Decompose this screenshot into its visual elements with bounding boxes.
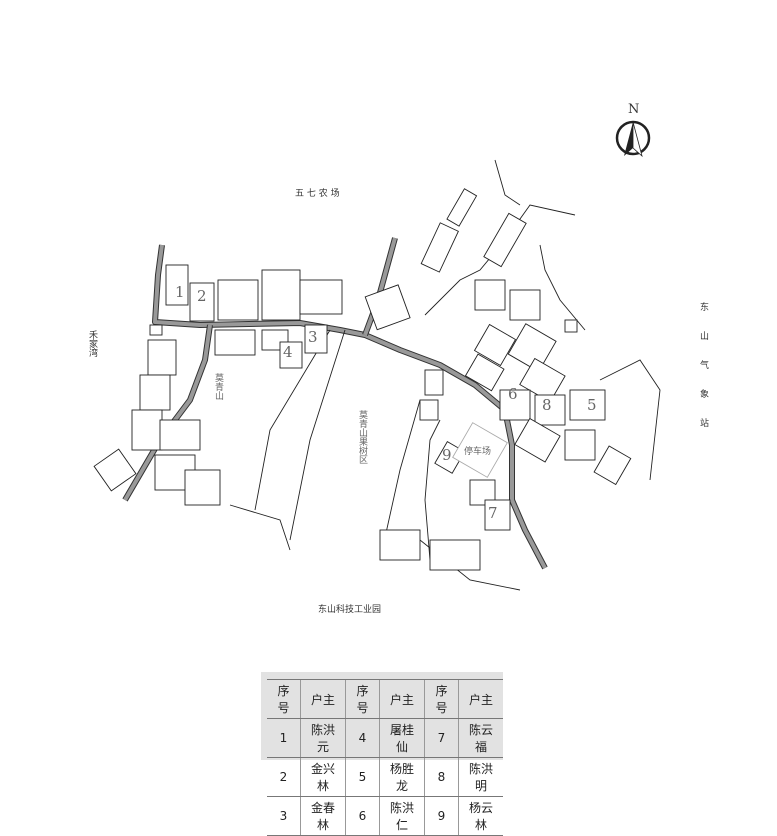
legend-row: 1 陈洪元 4 屠桂仙 7 陈云福 [267,718,503,758]
header-cell: 户主 [457,679,503,719]
cell: 9 [423,796,459,836]
main-road [122,159,661,591]
cell: 2 [267,757,301,797]
label-parking: 停车场 [464,445,491,457]
house-number-4: 4 [283,343,293,361]
house-number-5: 5 [587,396,597,414]
label-weather-station: 东山气象站 [698,301,709,447]
buildings [93,188,632,571]
house-number-6: 6 [508,385,518,403]
legend-row: 3 金春林 6 陈洪仁 9 杨云林 [267,796,503,836]
house-number-2: 2 [197,287,207,305]
label-moqing-hill: 莫青山 [213,372,224,400]
cell: 1 [267,718,301,758]
header-cell: 序号 [423,679,459,719]
cell: 屠桂仙 [378,718,425,758]
north-label: N [628,102,639,117]
house-number-7: 7 [488,504,498,522]
legend-header-row: 序号 户主 序号 户主 序号 户主 [267,679,503,719]
header-cell: 户主 [300,679,346,719]
cell: 杨云林 [457,796,503,836]
site-map: N [87,102,709,615]
label-tech-park: 东山科技工业园 [318,603,381,615]
cell: 陈洪仁 [378,796,425,836]
header-cell: 户主 [378,679,425,719]
cell: 陈云福 [457,718,503,758]
owner-legend-table: 序号 户主 序号 户主 序号 户主 1 陈洪元 4 屠桂仙 7 陈云福 2 金兴… [261,672,503,836]
house-number-9: 9 [442,446,452,464]
legend-row: 2 金兴林 5 杨胜龙 8 陈洪明 [267,757,503,797]
cell: 陈洪明 [457,757,503,797]
house-number-1: 1 [175,283,185,301]
cell: 8 [423,757,459,797]
north-arrow-icon [615,120,651,158]
cell: 陈洪元 [300,718,346,758]
cell: 金兴林 [300,757,346,797]
cell: 6 [344,796,380,836]
cell: 3 [267,796,301,836]
label-hejiawan: 禾家湾 [87,330,98,358]
label-orchard: 莫青山果树区 [357,409,368,464]
cell: 5 [344,757,380,797]
house-number-8: 8 [542,396,552,414]
cell: 杨胜龙 [378,757,425,797]
header-cell: 序号 [267,679,301,719]
cell: 7 [423,718,459,758]
header-cell: 序号 [344,679,380,719]
cell: 金春林 [300,796,346,836]
cell: 4 [344,718,380,758]
house-number-3: 3 [308,328,318,346]
label-wuqi-farm: 五 七 农 场 [295,187,340,199]
